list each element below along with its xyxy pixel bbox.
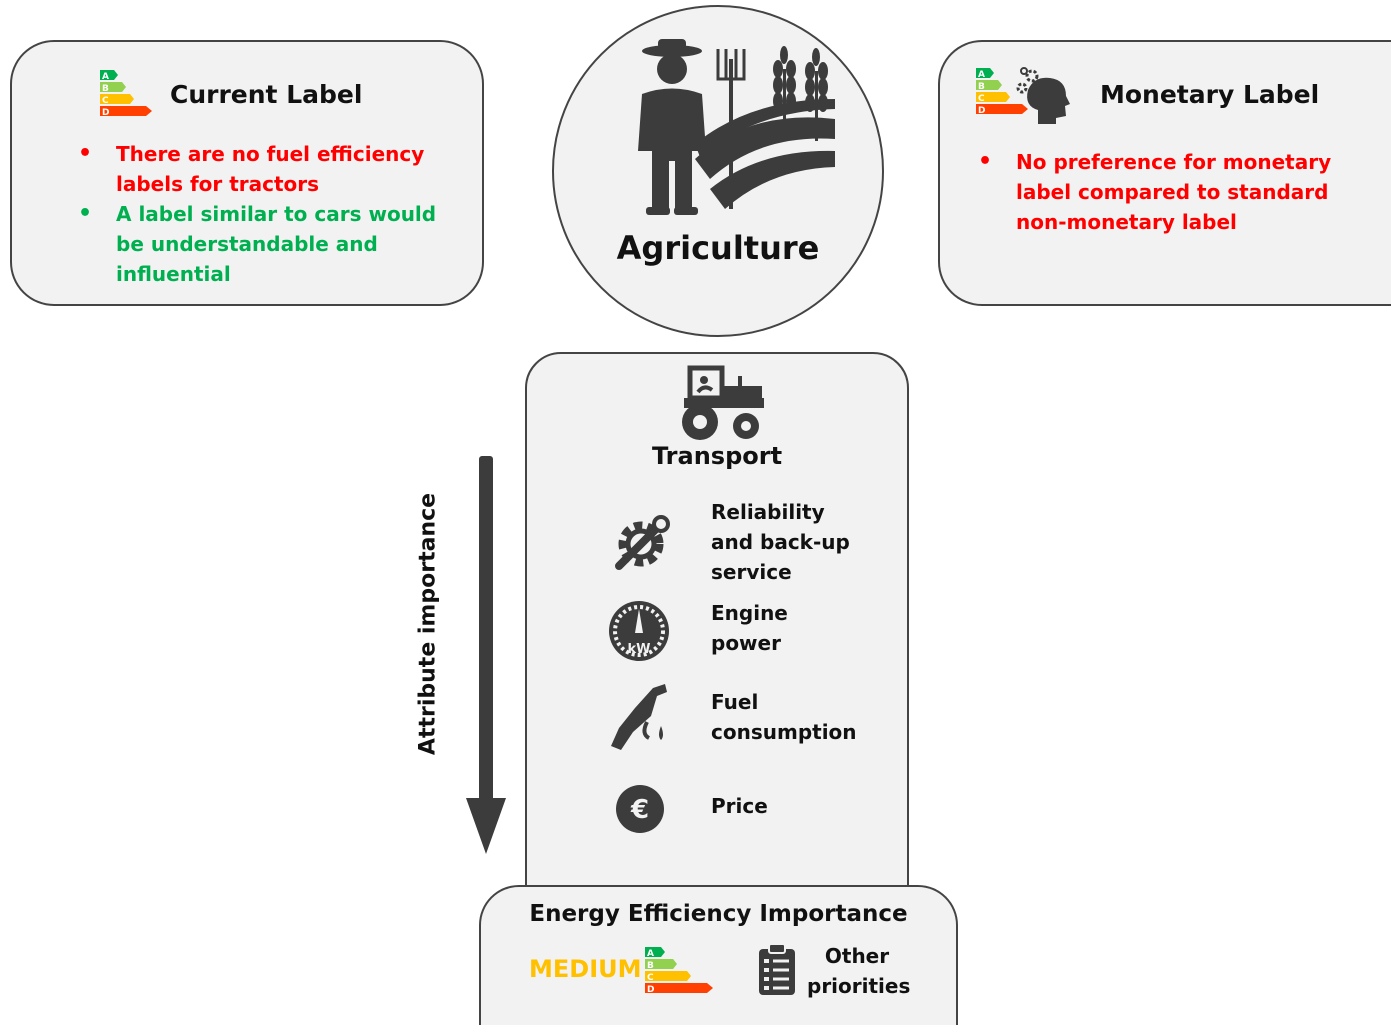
energy-label-brain-icon: A B C D xyxy=(976,67,1070,124)
current-label-bullets: There are no fuel efficiency labels for … xyxy=(78,139,458,289)
checklist-icon xyxy=(759,943,795,995)
importance-arrow xyxy=(466,456,506,854)
bullet-item: No preference for monetary label compare… xyxy=(978,147,1378,237)
bullet-item: There are no fuel efficiency labels for … xyxy=(78,139,458,199)
other-line: priorities xyxy=(807,974,911,998)
current-label-box: A B C D Current Label There are no fuel … xyxy=(10,40,484,306)
label-letter: A xyxy=(978,70,985,80)
label-letter: A xyxy=(102,72,109,82)
attribute-line: Reliability xyxy=(711,500,825,524)
label-letter: C xyxy=(978,94,985,104)
euro-coin-icon: € xyxy=(616,785,664,833)
attribute-line: Engine xyxy=(711,601,788,625)
bullet-item: A label similar to cars would be underst… xyxy=(78,199,458,289)
energy-label-icon: A B C D xyxy=(100,70,152,118)
other-priorities-label: Other priorities xyxy=(807,941,911,1001)
attribute-line: and back-up xyxy=(711,530,850,554)
attribute-line: service xyxy=(711,560,792,584)
farmer-field-icon xyxy=(638,39,835,215)
label-letter: C xyxy=(647,973,654,983)
attribute-line: consumption xyxy=(711,720,857,744)
label-letter: B xyxy=(978,82,985,92)
attribute-label-fuel: Fuel consumption xyxy=(711,687,857,747)
label-letter: D xyxy=(978,106,985,116)
energy-efficiency-box: Energy Efficiency Importance MEDIUM A B … xyxy=(479,885,958,1025)
fuel-nozzle-icon xyxy=(611,684,667,750)
label-letter: D xyxy=(102,108,109,118)
transport-title: Transport xyxy=(651,442,783,470)
attribute-line: power xyxy=(711,631,781,655)
attribute-label-reliability: Reliability and back-up service xyxy=(711,497,850,587)
energy-label-icon: A B C D xyxy=(645,947,713,995)
attribute-label-engine: Engine power xyxy=(711,598,788,658)
label-letter: C xyxy=(102,96,109,106)
energy-efficiency-title: Energy Efficiency Importance xyxy=(529,901,908,927)
agriculture-circle: Agriculture xyxy=(552,5,884,337)
attribute-label-price: Price xyxy=(711,791,768,821)
energy-level-text: MEDIUM xyxy=(529,955,642,983)
tractor-icon xyxy=(682,365,764,440)
attribute-line: Price xyxy=(711,794,768,818)
label-letter: A xyxy=(647,949,654,959)
monetary-label-bullets: No preference for monetary label compare… xyxy=(978,147,1378,237)
monetary-label-box: A B C D Monetary Label No preference for… xyxy=(938,40,1391,306)
current-label-title: Current Label xyxy=(170,80,363,109)
gauge-kw-icon: kW xyxy=(609,601,669,661)
attribute-line: Fuel xyxy=(711,690,759,714)
label-letter: D xyxy=(647,985,654,995)
monetary-label-title: Monetary Label xyxy=(1100,80,1320,109)
coin-text: € xyxy=(630,795,649,825)
importance-arrow-label: Attribute importance xyxy=(415,492,441,756)
transport-box: Transport Reliability and back-up servic… xyxy=(525,352,909,900)
gear-wrench-icon xyxy=(615,515,670,570)
agriculture-title: Agriculture xyxy=(616,229,820,267)
label-letter: B xyxy=(102,84,109,94)
label-letter: B xyxy=(647,961,654,971)
gauge-text: kW xyxy=(628,642,651,657)
other-line: Other xyxy=(824,944,890,968)
